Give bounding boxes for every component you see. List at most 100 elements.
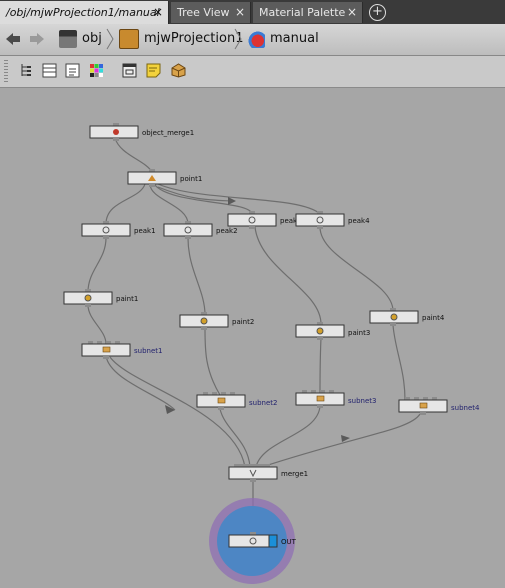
wire-arrow: [165, 405, 175, 414]
network-toolbar: [0, 56, 505, 88]
node-tile[interactable]: [228, 466, 278, 480]
node-subnet3[interactable]: subnet3: [295, 390, 376, 408]
node-label: subnet3: [348, 397, 376, 405]
node-label: paint4: [422, 314, 445, 322]
network-editor-canvas[interactable]: object_merge1 point1 peak1 peak2 peak3 p…: [0, 88, 505, 588]
tab-label: Material Palette: [259, 6, 346, 19]
tree-list-icon[interactable]: [19, 63, 34, 78]
node-label: paint3: [348, 329, 370, 337]
breadcrumb-separator: [234, 28, 242, 50]
input-port: [113, 123, 119, 126]
wire: [255, 405, 321, 468]
subnet-icon: [102, 346, 111, 353]
breadcrumb-item-obj[interactable]: obj: [59, 27, 102, 51]
input-port: [302, 390, 307, 393]
close-tab-icon[interactable]: ×: [346, 5, 357, 19]
node-object-merge1[interactable]: object_merge1: [89, 123, 194, 141]
wire: [87, 304, 107, 345]
node-tile[interactable]: [227, 213, 277, 227]
close-tab-icon[interactable]: ×: [234, 5, 245, 19]
node-tile[interactable]: [81, 223, 131, 237]
node-peak4[interactable]: peak4: [295, 211, 370, 229]
input-port: [149, 169, 155, 172]
peak-sop-icon: [316, 216, 324, 224]
tab-material-palette[interactable]: Material Palette ×: [253, 2, 363, 23]
wire: [319, 337, 322, 394]
output-port: [113, 138, 119, 141]
input-port: [106, 341, 111, 344]
add-tab-icon[interactable]: +: [369, 4, 386, 21]
clapperboard-icon: [59, 29, 77, 48]
node-label: OUT: [281, 538, 297, 546]
node-tile[interactable]: [163, 223, 213, 237]
input-port: [201, 312, 207, 315]
object-node-icon: [119, 28, 139, 49]
node-label: peak3: [280, 217, 302, 225]
subnet-box-icon[interactable]: [171, 63, 186, 78]
input-port: [414, 397, 419, 400]
input-port: [230, 392, 235, 395]
subnet-icon: [316, 395, 325, 402]
input-port: [249, 211, 255, 214]
forward-arrow-icon[interactable]: [29, 31, 45, 47]
paint-sop-icon: [390, 313, 398, 321]
node-out[interactable]: OUT: [228, 532, 297, 548]
input-port: [103, 221, 109, 224]
output-port: [185, 236, 191, 239]
input-port: [432, 397, 437, 400]
node-label: peak2: [216, 227, 238, 235]
output-port: [103, 236, 109, 239]
input-port: [115, 341, 120, 344]
node-merge1[interactable]: merge1: [228, 464, 308, 482]
tab-network-path[interactable]: /obj/mjwProjection1/manual ×: [0, 1, 169, 24]
color-palette-icon[interactable]: [89, 63, 104, 78]
sticky-note-icon[interactable]: [146, 63, 161, 78]
node-point1[interactable]: point1: [127, 169, 202, 187]
node-paint1[interactable]: paint1: [63, 289, 138, 307]
input-port: [97, 341, 102, 344]
output-port: [250, 479, 256, 482]
node-label: object_merge1: [142, 129, 194, 137]
output-port: [317, 337, 323, 340]
node-peak3[interactable]: peak3: [227, 211, 302, 229]
input-port: [212, 392, 217, 395]
node-subnet2[interactable]: subnet2: [196, 392, 277, 410]
breadcrumb-item-mjwprojection1[interactable]: mjwProjection1: [119, 27, 243, 51]
toolbar-grip[interactable]: [4, 60, 8, 84]
node-label: paint1: [116, 295, 138, 303]
node-paint3[interactable]: paint3: [295, 322, 370, 340]
network-box-icon[interactable]: [122, 63, 137, 78]
back-arrow-icon[interactable]: [5, 31, 21, 47]
node-label: paint2: [232, 318, 254, 326]
breadcrumb-item-manual[interactable]: manual: [247, 27, 319, 51]
path-bar: obj mjwProjection1 manual: [0, 24, 505, 56]
subnet-icon: [419, 402, 428, 409]
output-port: [249, 226, 255, 229]
input-port: [250, 532, 256, 535]
input-port: [320, 390, 325, 393]
output-port: [317, 405, 323, 408]
wire-arrow: [228, 197, 236, 205]
close-tab-icon[interactable]: ×: [152, 5, 163, 19]
details-icon[interactable]: [65, 63, 80, 78]
input-port: [311, 390, 316, 393]
node-paint2[interactable]: paint2: [179, 312, 254, 330]
display-flag[interactable]: [268, 534, 278, 548]
input-port: [423, 397, 428, 400]
node-paint4[interactable]: paint4: [369, 308, 445, 326]
node-tile[interactable]: [295, 213, 345, 227]
breadcrumb-label: obj: [82, 31, 102, 46]
node-subnet4[interactable]: subnet4: [398, 397, 480, 415]
subnet-icon: [217, 397, 226, 404]
breadcrumb-label: manual: [270, 31, 319, 46]
wire: [109, 356, 246, 468]
tab-tree-view[interactable]: Tree View ×: [171, 2, 251, 23]
paint-sop-icon: [200, 317, 208, 325]
output-port: [201, 327, 207, 330]
list-view-icon[interactable]: [42, 63, 57, 78]
node-peak1[interactable]: peak1: [81, 221, 156, 239]
sop-network-icon: [247, 29, 265, 48]
node-subnet1[interactable]: subnet1: [81, 341, 162, 359]
object-merge-icon: [113, 129, 119, 135]
node-peak2[interactable]: peak2: [163, 221, 238, 239]
